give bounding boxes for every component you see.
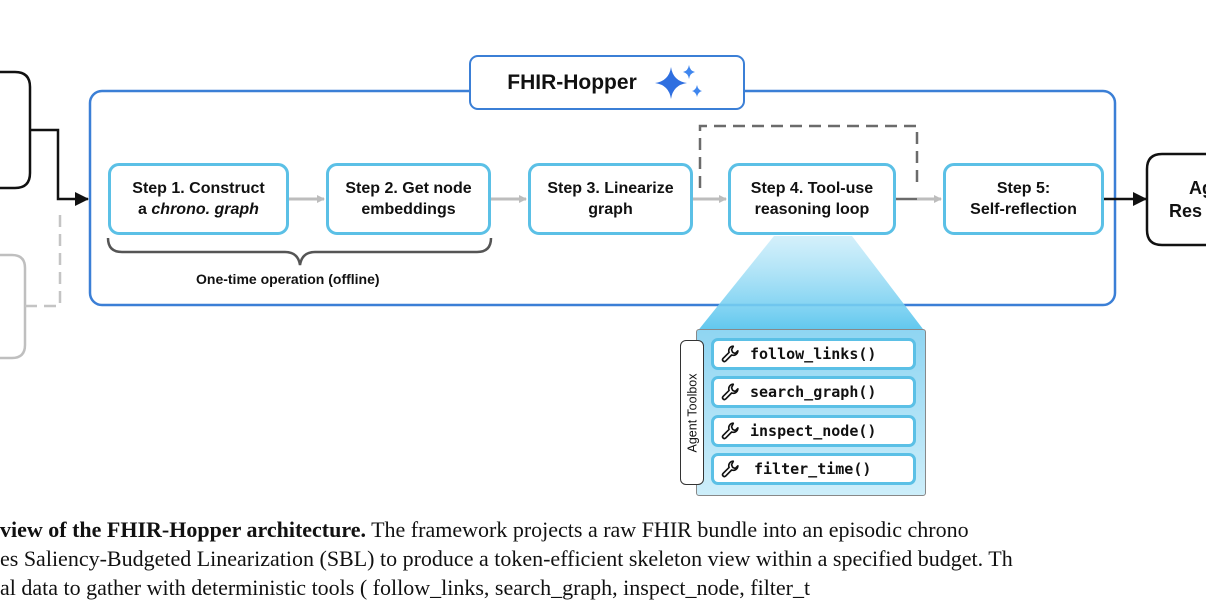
wrench-icon <box>721 345 739 363</box>
fhir-hopper-title: FHIR-Hopper <box>507 70 637 94</box>
step-2-node-embeddings: Step 2. Get node embeddings <box>326 163 491 235</box>
caption-line1-rest: The framework projects a raw FHIR bundle… <box>366 517 969 542</box>
wrench-icon <box>721 383 739 401</box>
step-2-line2: embeddings <box>361 201 456 218</box>
step-4-line2: reasoning loop <box>754 201 870 218</box>
reasoning-loop-dashed <box>698 124 919 188</box>
step-3-linearize-graph: Step 3. Linearize graph <box>528 163 693 235</box>
step-5-line2: Self-reflection <box>970 201 1077 218</box>
step-2-line1: Step 2. Get node <box>345 180 472 197</box>
step-3-line1: Step 3. Linearize <box>547 180 674 197</box>
step-3-line2: graph <box>588 201 633 218</box>
tool-inspect-node: inspect_node() <box>711 415 916 447</box>
step-5-self-reflection: Step 5: Self-reflection <box>943 163 1104 235</box>
step-5-line1: Step 5: <box>996 180 1051 197</box>
figure-caption-line2: es Saliency-Budgeted Linearization (SBL)… <box>0 546 1013 571</box>
figure-caption-line3: al data to gather with deterministic too… <box>0 575 811 600</box>
output-box-edge <box>1145 152 1206 247</box>
toolbox-beam <box>696 236 926 333</box>
wrench-icon <box>721 422 739 440</box>
tool-search-graph: search_graph() <box>711 376 916 408</box>
agent-toolbox-label: Agent Toolbox <box>685 373 699 452</box>
agent-response-box: Ag Res <box>1147 154 1206 245</box>
offline-operation-label: One-time operation (offline) <box>196 271 380 287</box>
agent-toolbox-label-tab: Agent Toolbox <box>680 340 704 485</box>
caption-bold-lead: view of the FHIR-Hopper architecture. <box>0 517 366 542</box>
tool-inspect-node-label: inspect_node() <box>750 422 877 440</box>
input-box-edge <box>0 70 32 190</box>
wrench-icon <box>721 460 739 478</box>
step-1-line2: a chrono. graph <box>138 199 259 220</box>
tool-follow-links-label: follow_links() <box>750 345 877 363</box>
tool-search-graph-label: search_graph() <box>750 383 877 401</box>
tool-filter-time-label: filter_time() <box>754 460 872 478</box>
tool-filter-time: filter_time() <box>711 453 916 485</box>
step-1-line1: Step 1. Construct <box>132 180 265 197</box>
offline-brace <box>106 237 493 266</box>
sparkle-icon <box>654 64 702 99</box>
input-arrow <box>30 128 89 206</box>
output-line1: Ag <box>1189 177 1206 198</box>
step-1-line2-italic: chrono. graph <box>151 201 259 218</box>
step-1-line2-prefix: a <box>138 201 152 218</box>
output-line2: Res <box>1169 200 1203 221</box>
secondary-dashed-connector <box>25 212 62 308</box>
step-4-line1: Step 4. Tool-use <box>750 180 874 197</box>
step-4-tool-use-loop: Step 4. Tool-use reasoning loop <box>728 163 896 235</box>
fhir-hopper-title-box: FHIR-Hopper <box>469 55 745 110</box>
step-1-construct-graph: Step 1. Construct a chrono. graph <box>108 163 289 235</box>
secondary-box-edge <box>0 253 27 360</box>
tool-follow-links: follow_links() <box>711 338 916 370</box>
figure-caption-line1: view of the FHIR-Hopper architecture. Th… <box>0 517 969 543</box>
